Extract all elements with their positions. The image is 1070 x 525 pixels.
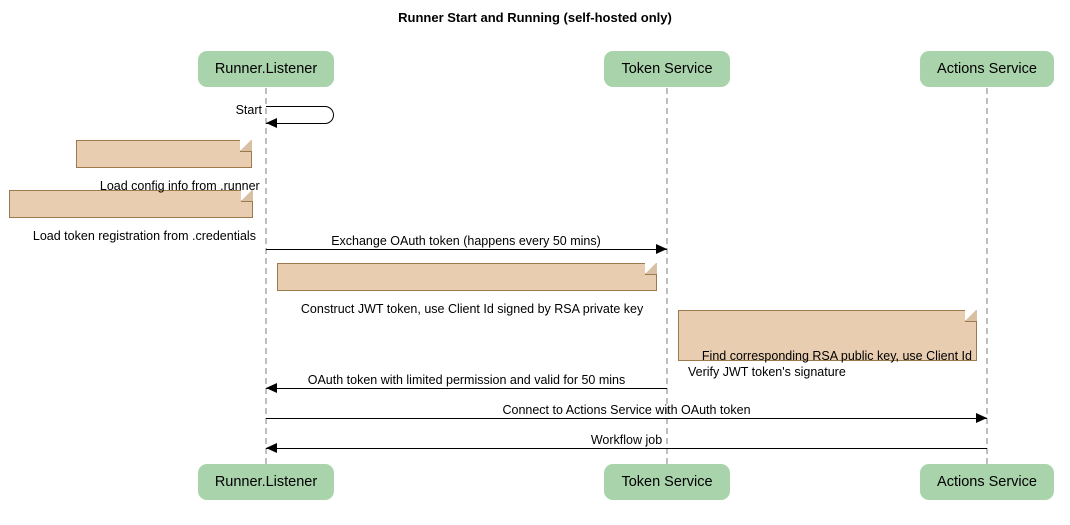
message-line-oauth-token-limited-permission — [266, 388, 667, 389]
message-arrowhead-workflow-job — [266, 443, 277, 453]
note-text: Load token registration from .credential… — [32, 229, 256, 243]
participant-top-actions-service[interactable]: Actions Service — [920, 51, 1054, 87]
note-load-token-registration: Load token registration from .credential… — [9, 189, 256, 243]
message-line-connect-actions-service — [266, 418, 987, 419]
participant-bottom-token-service[interactable]: Token Service — [604, 464, 730, 500]
participant-top-token-service[interactable]: Token Service — [604, 51, 730, 87]
note-verify-jwt-signature: Find corresponding RSA public key, use C… — [678, 309, 977, 379]
participant-top-runner-listener[interactable]: Runner.Listener — [198, 51, 334, 87]
self-message-label-start: Start — [235, 103, 262, 117]
message-arrowhead-connect-actions-service — [976, 413, 987, 423]
message-label-connect-actions-service: Connect to Actions Service with OAuth to… — [502, 403, 751, 417]
participant-label: Token Service — [621, 61, 713, 77]
participant-label: Actions Service — [937, 474, 1037, 490]
participant-label: Token Service — [621, 474, 713, 490]
participant-bottom-runner-listener[interactable]: Runner.Listener — [198, 464, 334, 500]
participant-label: Runner.Listener — [214, 61, 318, 77]
note-text: Load config info from .runner — [99, 179, 260, 193]
message-arrowhead-exchange-oauth-token — [656, 244, 667, 254]
message-label-workflow-job: Workflow job — [590, 433, 663, 447]
participant-label: Runner.Listener — [214, 474, 318, 490]
note-fold-icon — [645, 262, 657, 275]
note-text: Construct JWT token, use Client Id signe… — [300, 302, 644, 316]
note-fold-icon — [241, 189, 253, 202]
note-fold-icon — [240, 139, 252, 152]
message-label-exchange-oauth-token: Exchange OAuth token (happens every 50 m… — [331, 234, 601, 248]
note-fold-icon — [965, 309, 977, 322]
lifeline-token-service — [666, 88, 668, 464]
self-message-arrowhead-start — [266, 118, 277, 128]
message-line-workflow-job — [266, 448, 987, 449]
message-arrowhead-oauth-token-limited-permission — [266, 383, 277, 393]
message-label-oauth-token-limited-permission: OAuth token with limited permission and … — [307, 373, 626, 387]
lifeline-runner-listener — [265, 88, 267, 464]
diagram-title: Runner Start and Running (self-hosted on… — [398, 10, 672, 25]
message-line-exchange-oauth-token — [266, 249, 667, 250]
note-load-config: Load config info from .runner — [76, 139, 260, 193]
self-message-loop-start — [266, 106, 334, 124]
lifeline-actions-service — [986, 88, 988, 464]
note-text: Find corresponding RSA public key, use C… — [688, 349, 972, 379]
participant-label: Actions Service — [937, 61, 1037, 77]
participant-bottom-actions-service[interactable]: Actions Service — [920, 464, 1054, 500]
note-construct-jwt-token: Construct JWT token, use Client Id signe… — [277, 262, 657, 316]
